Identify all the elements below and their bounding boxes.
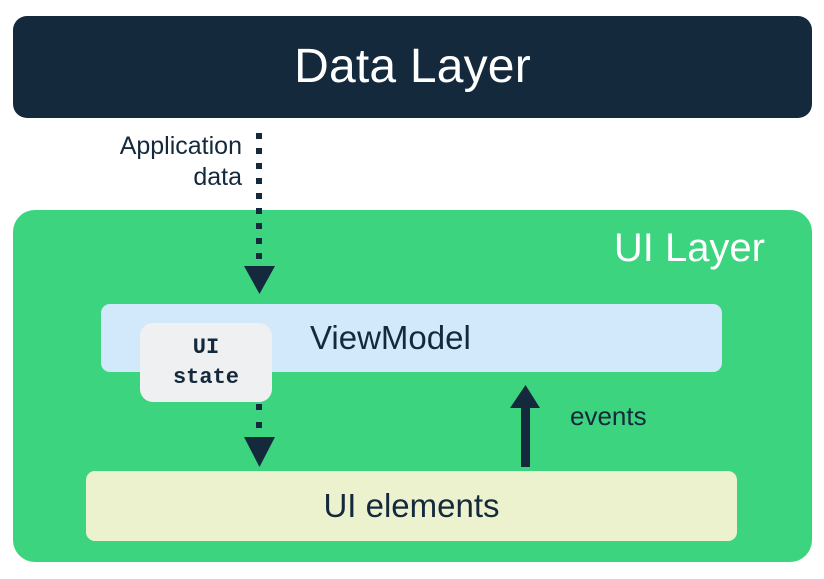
application-data-label: Application data	[60, 131, 242, 192]
data-layer-box: Data Layer	[13, 16, 812, 118]
ui-state-chip-line1: UI	[192, 334, 220, 360]
application-data-label-line1: Application	[119, 132, 242, 160]
viewmodel-label: ViewModel	[310, 319, 471, 356]
ui-elements-label: UI elements	[323, 487, 500, 524]
data-layer-title: Data Layer	[294, 40, 531, 93]
ui-state-chip-line2: state	[172, 364, 239, 390]
events-label: events	[570, 401, 647, 431]
application-data-label-line2: data	[193, 162, 242, 191]
ui-state-chip: UI state	[140, 323, 272, 402]
ui-layer-title: UI Layer	[613, 226, 765, 270]
ui-elements-box: UI elements	[86, 471, 737, 541]
